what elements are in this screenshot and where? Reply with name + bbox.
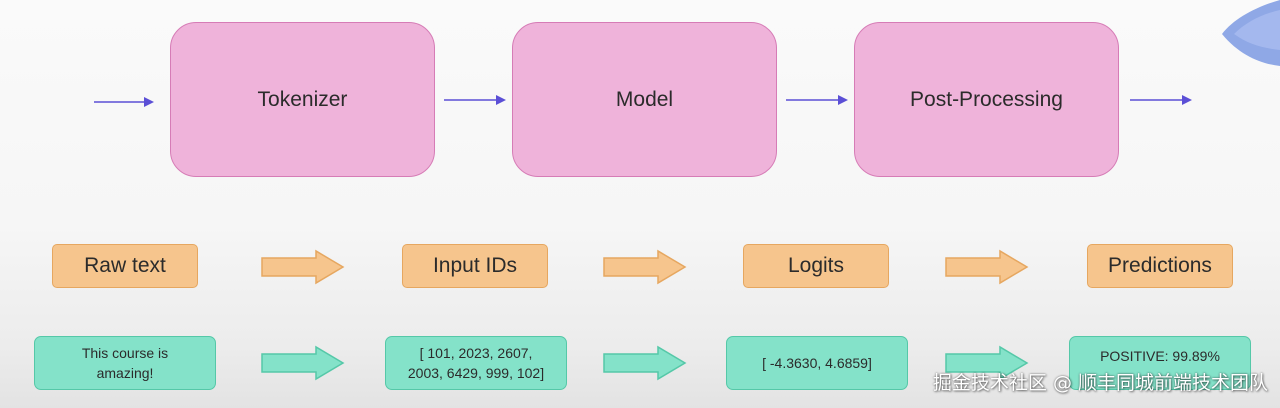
- raw-text-label-text: Raw text: [84, 254, 166, 277]
- teal-arrow-3: [945, 345, 1029, 381]
- output-arrow: [1130, 95, 1192, 105]
- predictions-label: Predictions: [1087, 244, 1233, 288]
- input-ids-example-line-1: [ 101, 2023, 2607,: [419, 345, 533, 361]
- raw-text-example-line-1: This course is: [81, 345, 169, 361]
- raw-text-label: Raw text: [52, 244, 198, 288]
- predictions-example: POSITIVE: 99.89%: [1069, 336, 1251, 390]
- input-ids-label: Input IDs: [402, 244, 548, 288]
- tokenizer-stage: Tokenizer: [170, 22, 435, 177]
- logits-label: Logits: [743, 244, 889, 288]
- watermark-text: 掘金技术社区 @ 顺丰同城前端技术团队: [932, 372, 1268, 394]
- orange-arrow-1: [261, 249, 345, 285]
- decorative-blob: [1222, 0, 1280, 66]
- input-arrow: [94, 97, 154, 107]
- predictions-example-line-1: POSITIVE: 99.89%: [1100, 348, 1220, 364]
- orange-arrow-3: [945, 249, 1029, 285]
- tokenizer-label: Tokenizer: [257, 87, 348, 111]
- post-processing-label: Post-Processing: [910, 87, 1063, 111]
- input-ids-example-line-2: 2003, 6429, 999, 102]: [407, 365, 545, 381]
- logits-example-text: [ -4.3630, 4.6859]: [762, 355, 872, 371]
- logits-label-text: Logits: [787, 254, 845, 277]
- raw-text-example-line-2: amazing!: [96, 365, 154, 381]
- input-ids-label-text: Input IDs: [432, 254, 518, 277]
- input-ids-example: [ 101, 2023, 2607, 2003, 6429, 999, 102]: [385, 336, 567, 390]
- logits-example: [ -4.3630, 4.6859]: [726, 336, 908, 390]
- teal-arrow-2: [603, 345, 687, 381]
- model-stage: Model: [512, 22, 777, 177]
- post-processing-stage: Post-Processing: [854, 22, 1119, 177]
- raw-text-example: This course is amazing!: [34, 336, 216, 390]
- model-label: Model: [615, 87, 674, 111]
- tokenizer-to-model-arrow: [444, 95, 506, 105]
- model-to-postprocessing-arrow: [786, 95, 848, 105]
- predictions-label-text: Predictions: [1108, 254, 1212, 277]
- teal-arrow-1: [261, 345, 345, 381]
- orange-arrow-2: [603, 249, 687, 285]
